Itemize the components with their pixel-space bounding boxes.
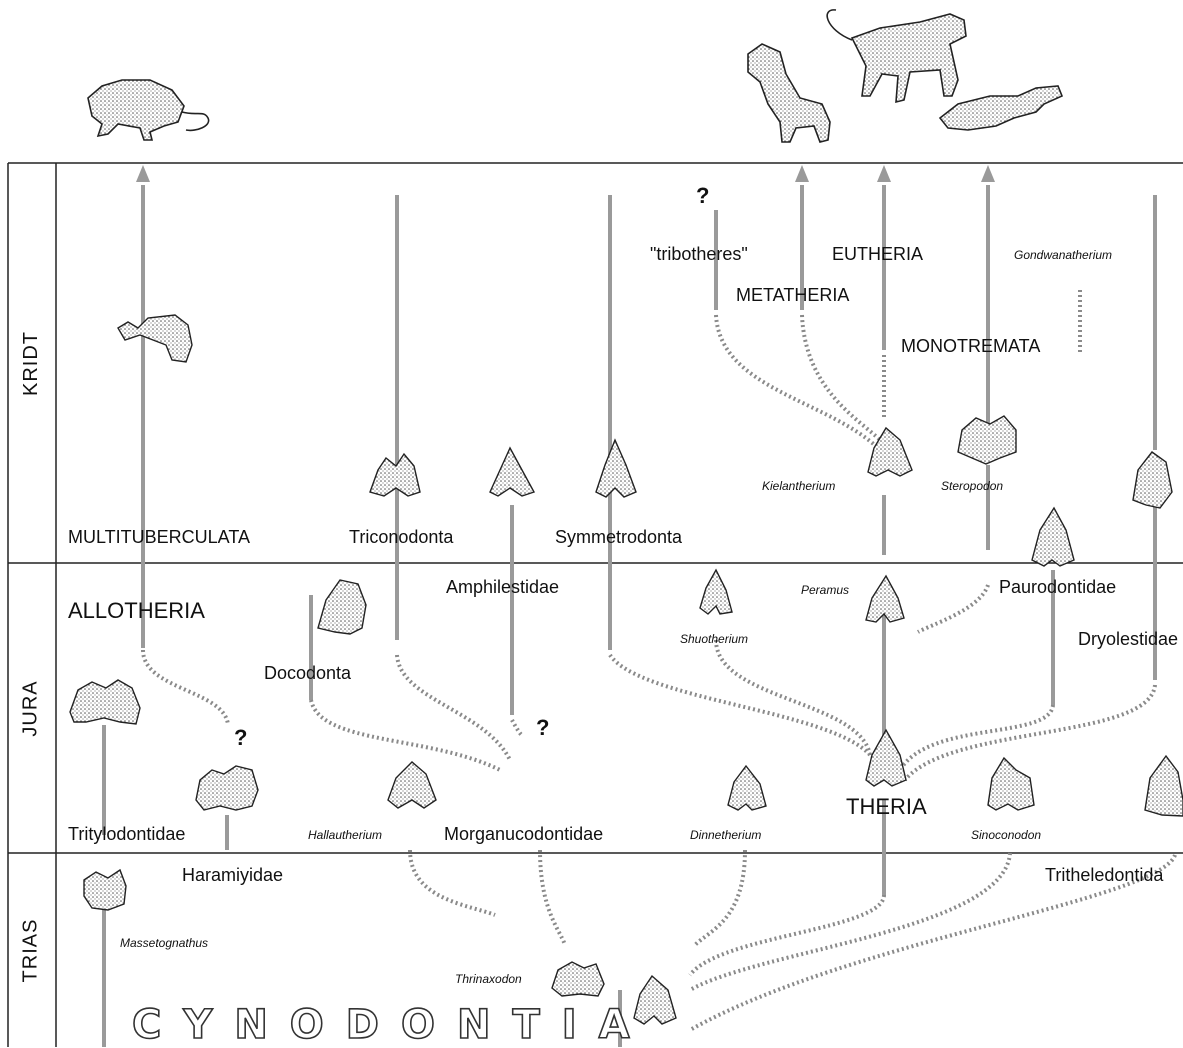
haramiyid-tooth-icon bbox=[196, 766, 258, 810]
label-docodonta: Docodonta bbox=[264, 664, 351, 682]
platypus-illustration bbox=[940, 86, 1062, 130]
sinoconodon-tooth-icon bbox=[988, 758, 1034, 810]
teeth-icons bbox=[70, 315, 1183, 1024]
label-tritylodontidae: Tritylodontidae bbox=[68, 825, 185, 843]
shuotherium-tooth-icon bbox=[700, 570, 732, 614]
amphilestid-tooth-icon bbox=[490, 448, 534, 496]
primate-illustration bbox=[827, 10, 966, 102]
label-sinoconodon: Sinoconodon bbox=[971, 829, 1041, 841]
thrinaxodon-tooth-icon bbox=[552, 962, 604, 996]
label-theria: THERIA bbox=[846, 796, 927, 818]
label-metatheria: METATHERIA bbox=[736, 286, 849, 304]
massetognathus-tooth-icon bbox=[84, 870, 126, 910]
dinnetherium-tooth-icon bbox=[728, 766, 766, 810]
uncertain-mark: ? bbox=[234, 727, 247, 749]
label-tribotheres: "tribotheres" bbox=[650, 245, 748, 263]
thylacine-illustration bbox=[748, 44, 830, 142]
label-peramus: Peramus bbox=[801, 584, 849, 596]
lineage-arrows bbox=[136, 165, 995, 182]
hallautherium-tooth-icon bbox=[388, 762, 436, 808]
label-shuotherium: Shuotherium bbox=[680, 633, 748, 645]
label-multituberculata: MULTITUBERCULATA bbox=[68, 528, 250, 546]
label-massetognathus: Massetognathus bbox=[120, 937, 208, 949]
paurodontid-tooth-icon bbox=[1032, 508, 1074, 566]
label-allotheria: ALLOTHERIA bbox=[68, 600, 205, 622]
label-thrinaxodon: Thrinaxodon bbox=[455, 973, 522, 985]
label-paurodontidae: Paurodontidae bbox=[999, 578, 1116, 596]
label-monotremata: MONOTREMATA bbox=[901, 337, 1040, 355]
steropodon-tooth-icon bbox=[958, 416, 1016, 464]
label-dinnetherium: Dinnetherium bbox=[690, 829, 761, 841]
label-haramiyidae: Haramiyidae bbox=[182, 866, 283, 884]
theria-tooth-icon bbox=[866, 730, 906, 786]
period-label-kridt: KRIDT bbox=[8, 163, 54, 563]
period-label-trias: TRIAS bbox=[8, 853, 54, 1047]
uncertain-mark: ? bbox=[536, 717, 549, 739]
rodent-like-mammal-illustration bbox=[88, 80, 209, 140]
label-gondwanatherium: Gondwanatherium bbox=[1014, 249, 1112, 261]
peramus-tooth-icon bbox=[866, 576, 904, 622]
tritheledont-tooth-icon bbox=[1145, 756, 1183, 816]
symmetrodont-tooth-icon bbox=[596, 440, 636, 497]
dotted-connections bbox=[143, 290, 1175, 1030]
label-kielantherium: Kielantherium bbox=[762, 480, 835, 492]
uncertain-mark: ? bbox=[696, 185, 709, 207]
label-dryolestidae: Dryolestidae bbox=[1078, 630, 1178, 648]
docodont-tooth-icon bbox=[318, 580, 366, 634]
label-eutheria: EUTHERIA bbox=[832, 245, 923, 263]
label-triconodonta: Triconodonta bbox=[349, 528, 453, 546]
label-symmetrodonta: Symmetrodonta bbox=[555, 528, 682, 546]
label-amphilestidae: Amphilestidae bbox=[446, 578, 559, 596]
period-label-jura: JURA bbox=[8, 563, 54, 853]
tritylodont-tooth-icon bbox=[70, 680, 140, 724]
label-steropodon: Steropodon bbox=[941, 480, 1003, 492]
label-tritheledontida: Tritheledontida bbox=[1045, 866, 1163, 884]
multituberculate-tooth-icon bbox=[118, 315, 192, 362]
dryolestid-tooth-icon bbox=[1133, 452, 1172, 508]
label-morganucodontidae: Morganucodontidae bbox=[444, 825, 603, 843]
label-hallautherium: Hallautherium bbox=[308, 829, 382, 841]
label-cynodontia: CYNODONTIA bbox=[132, 1005, 652, 1045]
lineage-bars bbox=[104, 185, 1155, 1047]
